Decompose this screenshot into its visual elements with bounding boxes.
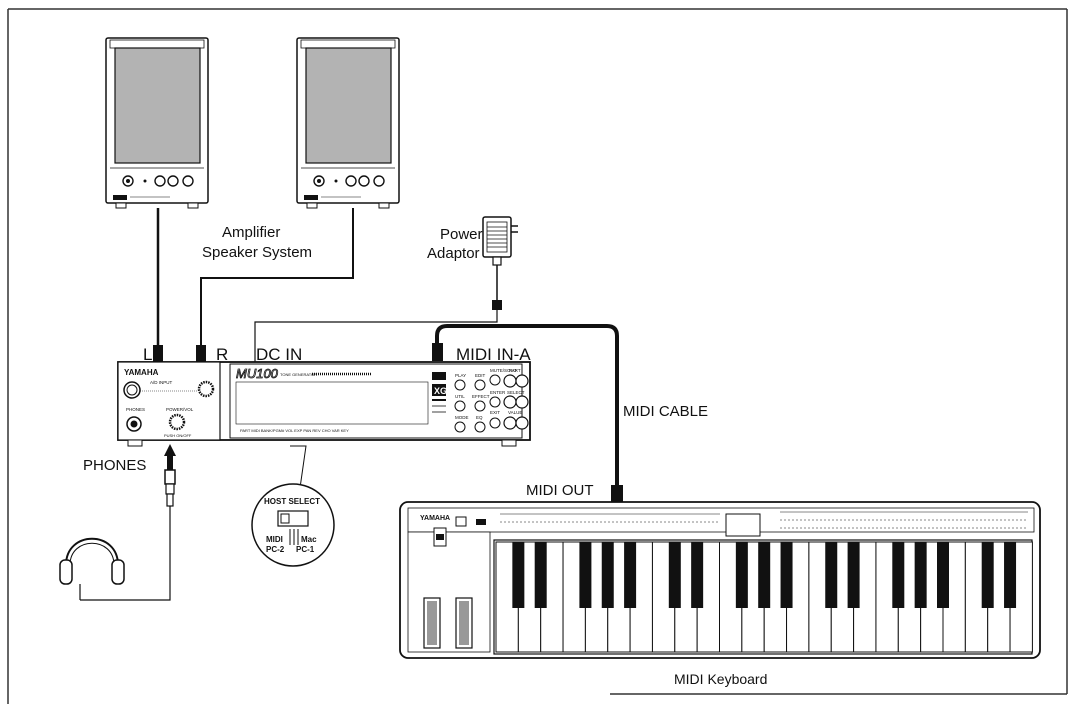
black-key[interactable] <box>758 542 771 608</box>
eq-label: EQ <box>476 415 483 420</box>
host-select-switch[interactable] <box>280 513 290 524</box>
midi-out-label: MIDI OUT <box>526 482 594 499</box>
black-key[interactable] <box>668 542 681 608</box>
util-button[interactable] <box>454 400 466 412</box>
black-key[interactable] <box>691 542 704 608</box>
speaker-right <box>296 37 400 209</box>
phones-plug <box>164 444 176 507</box>
edit-label: EDIT <box>475 373 486 378</box>
value-down-button[interactable] <box>503 416 517 430</box>
keyboard-brand: YAMAHA <box>420 515 450 522</box>
enter-label: ENTER <box>490 390 506 395</box>
push-onoff-label: PUSH ON/OFF <box>164 433 192 438</box>
mode-label: MODE <box>455 415 469 420</box>
black-key[interactable] <box>1004 542 1017 608</box>
plug-left <box>153 345 163 363</box>
effect-button[interactable] <box>474 400 486 412</box>
cables <box>80 208 619 601</box>
plug-midi-in <box>432 343 443 361</box>
black-keys <box>512 542 1017 608</box>
black-key[interactable] <box>579 542 592 608</box>
play-button[interactable] <box>454 379 466 391</box>
host-select-pc1: PC-1 <box>296 545 315 554</box>
select-up-button[interactable] <box>515 395 529 409</box>
xg-logo: XG <box>434 386 447 396</box>
midi-in-a-label: MIDI IN-A <box>456 345 531 364</box>
black-key[interactable] <box>825 542 838 608</box>
eq-button[interactable] <box>474 421 486 433</box>
speaker-left <box>105 37 209 209</box>
display-bottom-labels: PART MIDI BANK/PGM# VOL EXP PAN REV CHO … <box>240 428 349 433</box>
black-key[interactable] <box>512 542 525 608</box>
value-label: VALUE <box>508 410 522 415</box>
host-select-midi: MIDI <box>266 535 283 544</box>
right-jack-label: R <box>216 345 228 364</box>
exit-button[interactable] <box>489 417 501 429</box>
amplifier-label-line1: Amplifier <box>222 224 280 241</box>
black-key[interactable] <box>914 542 927 608</box>
power-adaptor-label-line2: Adaptor <box>427 245 480 262</box>
edit-button[interactable] <box>474 379 486 391</box>
host-select-callout: HOST SELECT MIDI Mac PC-2 PC-1 <box>251 445 335 567</box>
power-adaptor-label-line1: Power <box>440 226 483 243</box>
exit-label: EXIT <box>490 410 500 415</box>
mode-button[interactable] <box>454 421 466 433</box>
enter-button[interactable] <box>489 396 501 408</box>
plug-right <box>196 345 206 363</box>
part-up-button[interactable] <box>515 374 529 388</box>
black-key[interactable] <box>780 542 793 608</box>
mute-solo-button[interactable] <box>489 374 501 386</box>
black-key[interactable] <box>847 542 860 608</box>
host-select-mac: Mac <box>301 535 317 544</box>
black-key[interactable] <box>981 542 994 608</box>
diagram-frame <box>7 8 1068 704</box>
tone-generator-label: TONE GENERATOR <box>280 372 317 377</box>
play-label: PLAY <box>455 373 466 378</box>
black-key[interactable] <box>735 542 748 608</box>
host-select-title: HOST SELECT <box>264 497 320 506</box>
power-adaptor <box>482 216 518 310</box>
select-label: SELECT <box>507 390 525 395</box>
phones-jack-label: PHONES <box>126 407 145 412</box>
black-key[interactable] <box>601 542 614 608</box>
midi-keyboard-label: MIDI Keyboard <box>674 671 767 687</box>
host-select-pc2: PC-2 <box>266 545 285 554</box>
black-key[interactable] <box>534 542 547 608</box>
left-jack-label: L <box>143 345 152 364</box>
module-brand: YAMAHA <box>124 368 159 377</box>
black-key[interactable] <box>937 542 949 608</box>
plug-midi-out <box>611 485 623 503</box>
util-label: UTIL <box>455 394 465 399</box>
midi-keyboard: YAMAHA <box>399 501 1041 659</box>
black-key[interactable] <box>624 542 637 608</box>
power-vol-label: POWER/VOL <box>166 407 194 412</box>
tone-generator-module: YAMAHA A/D INPUT PHONES POWER/VOL PUSH O… <box>117 361 531 447</box>
midi-cable-label: MIDI CABLE <box>623 403 708 420</box>
black-key[interactable] <box>892 542 905 608</box>
select-down-button[interactable] <box>503 395 517 409</box>
effect-label: EFFECT <box>472 394 490 399</box>
amplifier-label-line2: Speaker System <box>202 244 312 261</box>
headphones <box>59 537 125 600</box>
part-label: PART <box>509 368 521 373</box>
part-down-button[interactable] <box>503 374 517 388</box>
mute-solo-label: MUTE/SOLO <box>490 368 517 373</box>
module-model: MU100 <box>236 366 279 381</box>
value-up-button[interactable] <box>515 416 529 430</box>
ad-input-label: A/D INPUT <box>150 380 173 385</box>
dc-in-label: DC IN <box>256 345 302 364</box>
phones-label: PHONES <box>83 457 146 474</box>
